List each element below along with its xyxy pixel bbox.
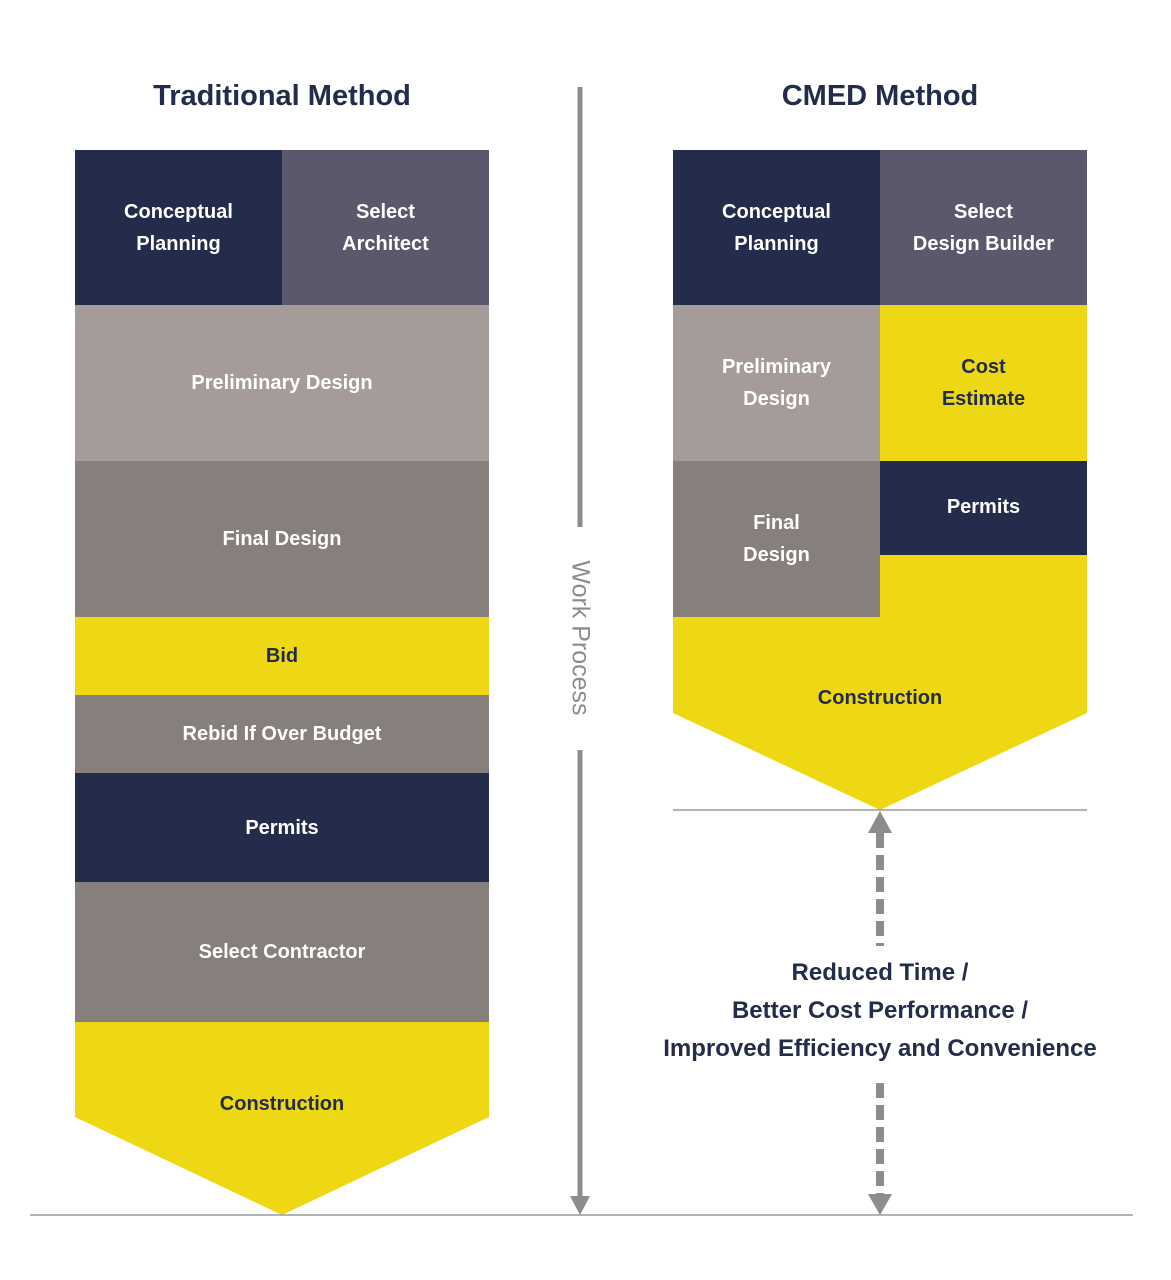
traditional-step-permits: Permits bbox=[75, 773, 489, 882]
cmed-step-construction: Construction bbox=[817, 687, 943, 709]
cmed-benefits: Reduced Time / Better Cost Performance /… bbox=[630, 954, 1130, 1068]
traditional-step-select-contractor: Select Contractor bbox=[75, 882, 489, 1022]
down-arrowhead-icon bbox=[868, 1194, 892, 1215]
traditional-construction-chevron bbox=[75, 1022, 489, 1215]
benefit-line: Reduced Time / bbox=[791, 959, 969, 986]
traditional-step-construction: Construction bbox=[219, 1093, 345, 1115]
work-process-arrowhead-icon bbox=[570, 1196, 590, 1215]
cmed-method-title: CMED Method bbox=[781, 80, 979, 112]
traditional-step-bid: Bid bbox=[75, 617, 489, 695]
traditional-step-final-design: Final Design bbox=[75, 461, 489, 617]
traditional-step-conceptual-planning: Conceptual Planning bbox=[75, 150, 282, 305]
cmed-step-final-design: Final Design bbox=[673, 461, 880, 617]
cmed-construction-chevron bbox=[673, 555, 1087, 810]
benefit-line: Better Cost Performance / bbox=[731, 997, 1029, 1024]
cmed-step-cost-estimate: Cost Estimate bbox=[880, 305, 1087, 461]
cmed-step-select-design-builder: Select Design Builder bbox=[880, 150, 1087, 305]
cmed-step-preliminary-design: Preliminary Design bbox=[673, 305, 880, 461]
up-arrowhead-icon bbox=[868, 811, 892, 833]
traditional-method-title: Traditional Method bbox=[153, 80, 411, 112]
cmed-step-permits: Permits bbox=[880, 461, 1087, 555]
benefit-line: Improved Efficiency and Convenience bbox=[663, 1035, 1097, 1062]
traditional-step-select-architect: Select Architect bbox=[282, 150, 489, 305]
traditional-step-preliminary-design: Preliminary Design bbox=[75, 305, 489, 461]
work-process-label: Work Process bbox=[566, 560, 595, 716]
traditional-step-rebid: Rebid If Over Budget bbox=[75, 695, 489, 773]
cmed-step-conceptual-planning: Conceptual Planning bbox=[673, 150, 880, 305]
